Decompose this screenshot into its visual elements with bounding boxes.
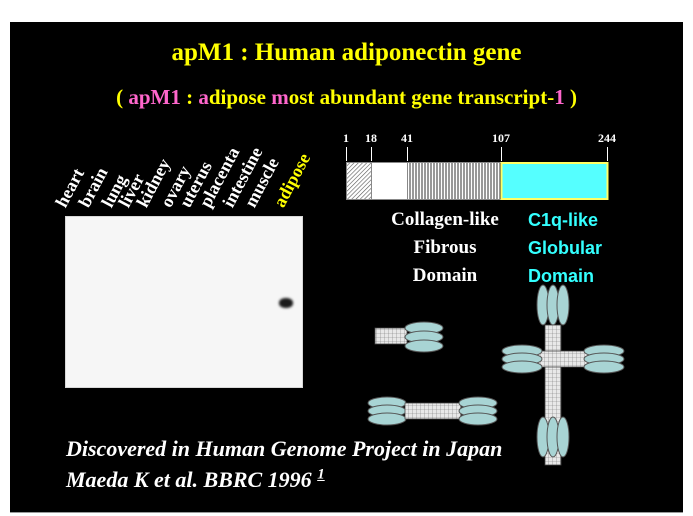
hmw-model: [501, 284, 625, 466]
trimer-model: [374, 321, 444, 353]
variable-region-segment: [371, 162, 408, 200]
slide-bottom-border: [10, 512, 683, 513]
citation-text: Maeda K et al. BBRC 1996: [66, 467, 318, 492]
subtitle-ost: ost abundant gene transcript-: [288, 85, 555, 109]
subtitle-gene: apM1: [128, 85, 181, 109]
position-tick-1: [346, 147, 347, 161]
slide-subtitle: ( apM1 : adipose most abundant gene tran…: [10, 84, 683, 110]
position-tick-18: [371, 147, 372, 161]
domain-structure-bar: [346, 162, 609, 200]
c1q-domain-label: C1q-like Globular Domain: [528, 206, 602, 290]
collagen-label-line2: Fibrous: [413, 237, 477, 258]
position-tick-41: [407, 147, 408, 161]
globular-domain-segment: [500, 162, 609, 200]
collagen-label-line3: Domain: [412, 265, 478, 286]
position-label-1: 1: [343, 131, 349, 145]
tissue-label-adipose: adipose: [269, 149, 315, 211]
adipose-band: [279, 298, 293, 308]
citation: Maeda K et al. BBRC 1996 1: [66, 466, 325, 494]
northern-blot-image: [65, 216, 303, 388]
reference-link[interactable]: 1: [317, 466, 325, 483]
subtitle-a: a: [198, 85, 209, 109]
subtitle-close: ): [564, 85, 577, 109]
subtitle-m: m: [271, 85, 289, 109]
position-label-107: 107: [492, 131, 510, 145]
collagen-domain-label: Collagen-like Fibrous Domain: [380, 206, 510, 290]
position-label-18: 18: [365, 131, 377, 145]
slide: apM1 : Human adiponectin gene ( apM1 : a…: [10, 22, 683, 512]
oligomer-structure-models: [367, 284, 625, 466]
subtitle-open: (: [116, 85, 129, 109]
position-label-244: 244: [598, 131, 616, 145]
c1q-label-line3: Domain: [528, 266, 595, 286]
position-tick-107: [501, 147, 502, 161]
position-tick-244: [607, 147, 608, 161]
position-label-41: 41: [401, 131, 413, 145]
subtitle-colon: :: [180, 85, 199, 109]
c1q-label-line1: C1q-like: [528, 210, 599, 230]
subtitle-one: 1: [554, 85, 565, 109]
subtitle-dipose: dipose: [208, 85, 272, 109]
collagen-domain-segment: [407, 162, 502, 200]
hexamer-model: [367, 396, 498, 426]
discovery-note: Discovered in Human Genome Project in Ja…: [66, 436, 503, 461]
signal-peptide-segment: [346, 162, 372, 200]
slide-title: apM1 : Human adiponectin gene: [171, 39, 522, 66]
collagen-label-line1: Collagen-like: [391, 209, 499, 230]
c1q-label-line2: Globular: [528, 238, 603, 258]
